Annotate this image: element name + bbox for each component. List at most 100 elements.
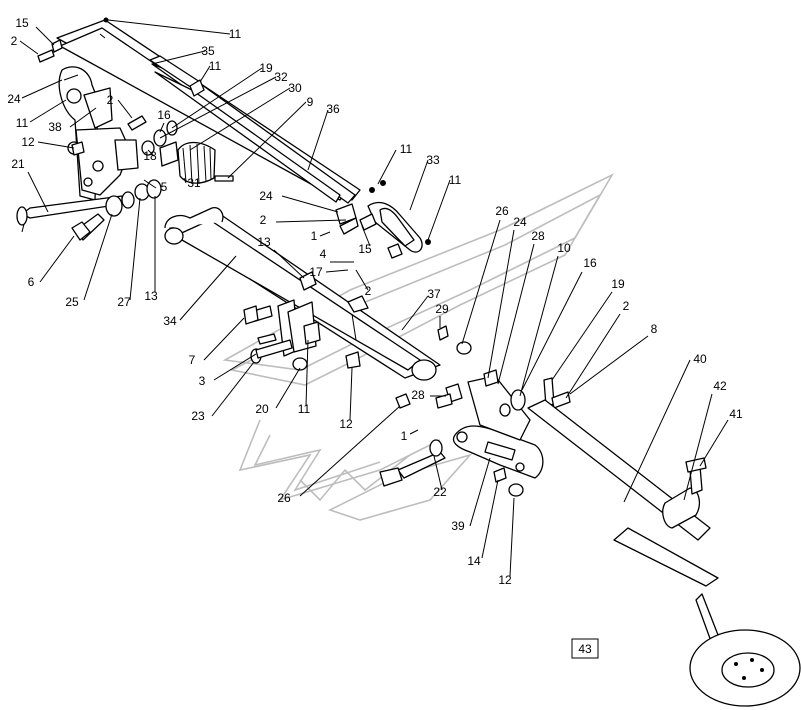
callout-label-c5: 5 xyxy=(161,180,168,194)
callout-label-c25: 25 xyxy=(65,295,79,309)
callout-label-c22: 22 xyxy=(433,485,447,499)
callout-label-c24c: 24 xyxy=(513,215,527,229)
leader-line-c13a xyxy=(273,249,305,279)
leader-line-c17 xyxy=(325,269,349,273)
callout-label-c31: 31 xyxy=(187,176,201,190)
leader-line-c8 xyxy=(569,335,649,395)
leader-line-c42 xyxy=(683,393,713,501)
leader-line-c33 xyxy=(409,159,429,211)
leader-line-c12b xyxy=(349,367,353,421)
leader-lines xyxy=(19,19,729,577)
clamp-bracket-20 xyxy=(243,299,321,371)
leader-line-c11d xyxy=(377,149,397,185)
callout-label-c2e: 2 xyxy=(623,299,630,313)
callout-label-c12a: 12 xyxy=(21,135,35,149)
callout-label-c15a: 15 xyxy=(15,16,29,30)
callout-label-c39: 39 xyxy=(451,519,465,533)
pivot-plate-39 xyxy=(379,325,571,497)
leader-line-c28a xyxy=(497,243,535,385)
callout-label-c12c: 12 xyxy=(498,573,512,587)
callout-label-c26a: 26 xyxy=(495,204,509,218)
callout-label-c13a: 13 xyxy=(257,235,271,249)
callout-label-c34: 34 xyxy=(163,314,177,328)
leader-line-c2c xyxy=(275,219,347,223)
callout-label-c36: 36 xyxy=(326,102,340,116)
callout-label-c9: 9 xyxy=(307,95,314,109)
leader-line-c6 xyxy=(39,235,75,283)
leader-line-c10 xyxy=(519,255,559,397)
mounting-bracket-38 xyxy=(58,66,139,201)
boxed-callout-43: 43 xyxy=(571,638,599,659)
callout-label-c30: 30 xyxy=(288,81,302,95)
callout-label-c23: 23 xyxy=(191,409,205,423)
callout-label-c35: 35 xyxy=(201,44,215,58)
callout-label-c28a: 28 xyxy=(531,229,545,243)
callout-label-c37: 37 xyxy=(427,287,441,301)
link-33 xyxy=(335,180,431,259)
callout-label-c16b: 16 xyxy=(583,256,597,270)
callout-label-c16a: 16 xyxy=(157,108,171,122)
leader-line-c21 xyxy=(27,171,49,213)
leader-line-c27 xyxy=(129,197,141,301)
callout-label-c12b: 12 xyxy=(339,417,353,431)
leader-line-c20 xyxy=(275,367,301,409)
leader-line-c23 xyxy=(211,361,255,417)
leader-line-c24c xyxy=(487,229,515,379)
leader-line-c9 xyxy=(227,101,307,179)
callout-label-c24b: 24 xyxy=(259,189,273,203)
spring-31-assembly xyxy=(37,39,234,185)
callout-label-c1a: 1 xyxy=(311,229,318,243)
callout-label-c24a: 24 xyxy=(7,92,21,106)
main-beam-34 xyxy=(164,207,441,381)
callout-label-c7: 7 xyxy=(189,353,196,367)
callout-label-c15b: 15 xyxy=(358,242,372,256)
callout-label-c33: 33 xyxy=(426,153,440,167)
leader-line-c37 xyxy=(401,295,429,331)
callout-label-c14: 14 xyxy=(467,554,481,568)
leader-line-c26a xyxy=(461,219,501,345)
leader-line-c2e xyxy=(565,313,621,399)
leader-line-c24a xyxy=(21,79,63,99)
callout-label-c10: 10 xyxy=(557,241,571,255)
callout-label-c13b: 13 xyxy=(144,289,158,303)
leader-line-c32 xyxy=(159,76,277,139)
leader-line-c40 xyxy=(623,359,691,503)
leader-line-c2d xyxy=(355,269,369,291)
leader-line-c36 xyxy=(307,109,329,171)
leader-line-c39 xyxy=(469,457,491,527)
leader-line-c19b xyxy=(551,291,613,381)
leader-line-c38 xyxy=(69,107,97,128)
callout-label-c11b: 11 xyxy=(209,59,222,73)
leader-line-c12a xyxy=(37,141,75,149)
leader-line-c22 xyxy=(433,455,443,491)
leader-line-c26b xyxy=(299,405,401,497)
callout-label-c27: 27 xyxy=(117,295,131,309)
leader-line-c1b xyxy=(409,429,419,435)
callout-label-c18: 18 xyxy=(143,149,157,163)
callout-label-c4: 4 xyxy=(320,247,327,261)
leader-line-c31 xyxy=(183,177,187,184)
callout-label-c21: 21 xyxy=(11,157,25,171)
leader-line-c16b xyxy=(521,271,583,391)
leader-line-c11c xyxy=(29,99,67,123)
callout-label-c2d: 2 xyxy=(365,284,372,298)
callout-label-c41: 41 xyxy=(729,407,743,421)
callout-label-c19b: 19 xyxy=(611,277,625,291)
leader-line-c1a xyxy=(319,231,331,237)
clamp-42 xyxy=(662,457,707,529)
callout-label-c11c: 11 xyxy=(16,116,29,130)
leader-line-c11b xyxy=(199,65,211,83)
boxed-callout-43-label: 43 xyxy=(578,642,592,656)
callout-label-c2b: 2 xyxy=(107,93,114,107)
leader-line-c19a xyxy=(171,67,263,129)
leader-line-c35 xyxy=(151,50,206,65)
callout-label-c11a: 11 xyxy=(229,27,242,41)
leader-line-c24b xyxy=(281,195,339,213)
callout-label-c26b: 26 xyxy=(277,491,291,505)
callout-label-c29: 29 xyxy=(435,302,449,316)
callout-label-c20: 20 xyxy=(255,402,269,416)
lower-arm-36 xyxy=(149,55,356,204)
callout-label-c11d: 11 xyxy=(400,142,413,156)
callout-label-c2a: 2 xyxy=(11,34,18,48)
leader-line-c5 xyxy=(143,179,157,189)
